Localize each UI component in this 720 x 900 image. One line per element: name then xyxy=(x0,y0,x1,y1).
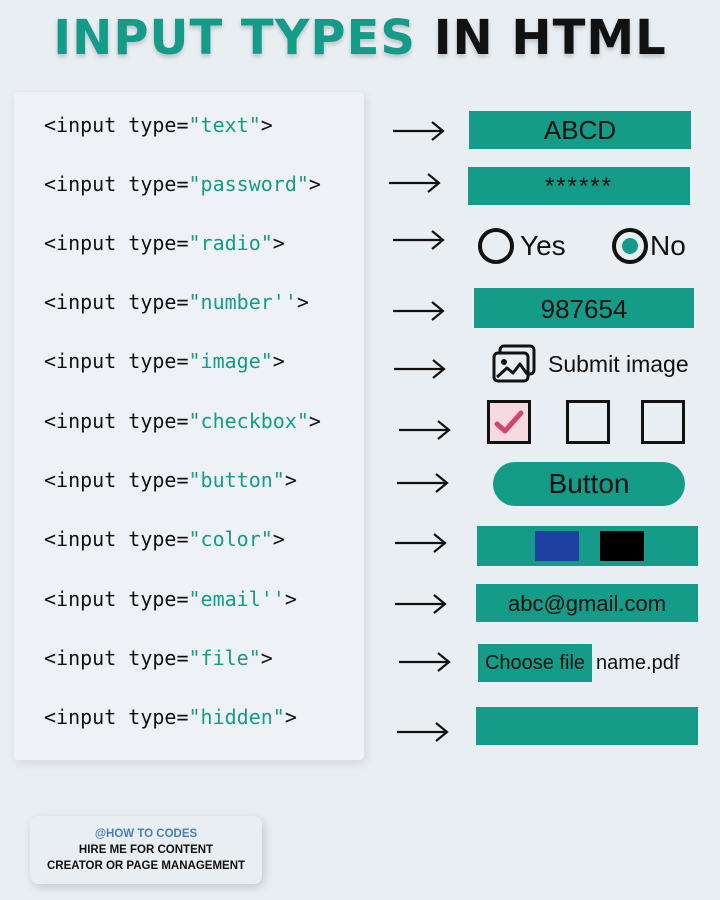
code-line: <input type="hidden"> xyxy=(44,702,297,732)
footer-line-2: CREATOR OR PAGE MANAGEMENT xyxy=(46,860,246,872)
code-type-value: "password" xyxy=(188,172,309,196)
long-right-arrow-icon xyxy=(398,650,452,674)
image-input-example[interactable]: Submit image xyxy=(492,344,689,384)
radio-selected-icon[interactable] xyxy=(612,228,648,264)
title-part-2: IN HTML xyxy=(433,10,667,66)
file-input-example[interactable]: Choose file name.pdf xyxy=(478,644,679,682)
code-suffix: > xyxy=(308,172,321,196)
radio-option-no[interactable]: No xyxy=(612,224,686,268)
code-type-value: "image" xyxy=(188,349,273,373)
long-right-arrow-icon xyxy=(394,531,448,555)
code-type-value: "text" xyxy=(188,113,261,137)
title-part-1: INPUT TYPES xyxy=(53,10,416,66)
code-prefix: <input type= xyxy=(44,231,189,255)
footer-line-1: HIRE ME FOR CONTENT xyxy=(78,844,214,856)
code-line: <input type="password"> xyxy=(44,169,321,199)
code-prefix: <input type= xyxy=(44,646,189,670)
radio-unselected-icon[interactable] xyxy=(478,228,514,264)
color-swatch-black[interactable] xyxy=(600,531,644,561)
code-line: <input type="text"> xyxy=(44,110,273,140)
code-line: <input type="number''> xyxy=(44,287,309,317)
image-input-label: Submit image xyxy=(548,350,689,377)
code-prefix: <input type= xyxy=(44,349,189,373)
radio-yes-label: Yes xyxy=(520,230,566,261)
long-right-arrow-icon xyxy=(392,299,446,323)
code-suffix: > xyxy=(260,113,273,137)
code-suffix: > xyxy=(308,409,321,433)
radio-option-yes[interactable]: Yes xyxy=(478,224,566,268)
code-suffix: > xyxy=(296,290,309,314)
radio-no-label: No xyxy=(650,230,686,261)
code-suffix: > xyxy=(284,705,297,729)
code-type-value: "color" xyxy=(188,527,273,551)
code-suffix: > xyxy=(272,349,285,373)
code-prefix: <input type= xyxy=(44,705,189,729)
long-right-arrow-icon xyxy=(394,592,448,616)
code-line: <input type="checkbox"> xyxy=(44,406,321,436)
code-prefix: <input type= xyxy=(44,587,189,611)
code-line: <input type="color"> xyxy=(44,524,285,554)
long-right-arrow-icon xyxy=(392,228,446,252)
code-type-value: "hidden" xyxy=(188,705,285,729)
email-input-example[interactable]: abc@gmail.com xyxy=(476,584,698,622)
button-input-example[interactable]: Button xyxy=(493,462,685,506)
code-suffix: > xyxy=(272,231,285,255)
choose-file-button[interactable]: Choose file xyxy=(478,644,592,682)
color-swatch-blue[interactable] xyxy=(535,531,579,561)
code-prefix: <input type= xyxy=(44,468,189,492)
long-right-arrow-icon xyxy=(396,720,450,744)
code-type-value: "button" xyxy=(188,468,285,492)
code-line: <input type="email''> xyxy=(44,584,297,614)
code-line: <input type="radio"> xyxy=(44,228,285,258)
checkbox-unchecked[interactable] xyxy=(641,400,685,444)
code-prefix: <input type= xyxy=(44,290,189,314)
code-prefix: <input type= xyxy=(44,172,189,196)
code-suffix: > xyxy=(260,646,273,670)
code-line: <input type="image"> xyxy=(44,346,285,376)
file-name-label: name.pdf xyxy=(596,651,680,674)
code-suffix: > xyxy=(272,527,285,551)
color-input-example[interactable] xyxy=(477,526,698,566)
code-suffix: > xyxy=(284,587,297,611)
long-right-arrow-icon xyxy=(393,357,447,381)
code-panel xyxy=(14,92,364,760)
code-type-value: "checkbox" xyxy=(188,409,309,433)
code-type-value: "email'' xyxy=(188,587,285,611)
page-title: INPUT TYPES IN HTML xyxy=(0,8,720,68)
code-line: <input type="file"> xyxy=(44,643,273,673)
code-suffix: > xyxy=(284,468,297,492)
code-prefix: <input type= xyxy=(44,409,189,433)
text-input-example[interactable]: ABCD xyxy=(469,111,691,149)
long-right-arrow-icon xyxy=(398,418,452,442)
code-prefix: <input type= xyxy=(44,113,189,137)
hidden-input-example xyxy=(476,707,698,745)
check-mark-icon xyxy=(494,410,524,434)
checkbox-unchecked[interactable] xyxy=(566,400,610,444)
password-input-example[interactable]: ****** xyxy=(468,167,690,205)
code-prefix: <input type= xyxy=(44,527,189,551)
long-right-arrow-icon xyxy=(396,471,450,495)
number-input-example[interactable]: 987654 xyxy=(474,288,694,328)
footer-handle: @HOW TO CODES xyxy=(94,828,198,840)
long-right-arrow-icon xyxy=(388,171,442,195)
image-gallery-icon xyxy=(492,344,536,383)
code-type-value: "file" xyxy=(188,646,261,670)
code-type-value: "number'' xyxy=(188,290,297,314)
code-line: <input type="button"> xyxy=(44,465,297,495)
checkbox-checked[interactable] xyxy=(487,400,531,444)
footer-card: @HOW TO CODES HIRE ME FOR CONTENT CREATO… xyxy=(30,816,262,884)
long-right-arrow-icon xyxy=(392,119,446,143)
code-type-value: "radio" xyxy=(188,231,273,255)
